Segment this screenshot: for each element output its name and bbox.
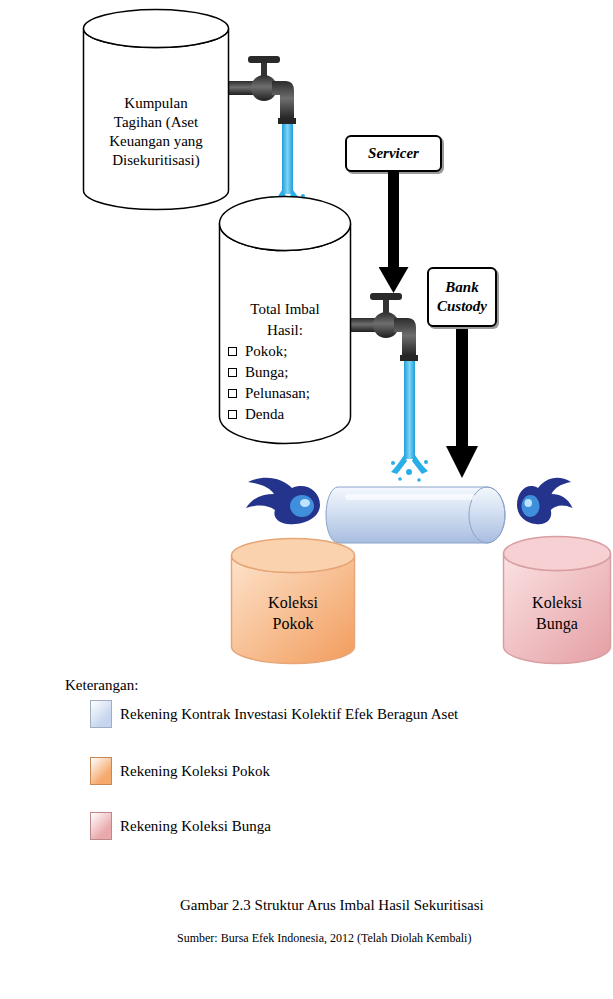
cylinder-node: Total Imbal Hasil: Pokok; Bunga; Pelunasan;… bbox=[218, 195, 352, 445]
cylinder-outline bbox=[218, 195, 352, 445]
legend-text: Rekening Koleksi Pokok bbox=[120, 763, 270, 780]
cylinder-top bbox=[232, 539, 355, 573]
list-item: Bunga; bbox=[226, 362, 344, 383]
flame-symbol bbox=[246, 478, 320, 525]
legend-text: Rekening Koleksi Bunga bbox=[120, 818, 271, 835]
cylinder-node: Koleksi Bunga bbox=[502, 535, 612, 665]
node-text-area: Servicer bbox=[347, 137, 440, 170]
node-label: Servicer bbox=[368, 144, 419, 163]
legend-swatch bbox=[90, 812, 112, 840]
water-stream bbox=[391, 361, 428, 482]
list-item: Pelunasan; bbox=[226, 383, 344, 404]
custody-arrow bbox=[446, 327, 478, 478]
node-text-area: Bank Custody bbox=[429, 269, 495, 325]
role-box: Servicer bbox=[345, 135, 442, 172]
node-text-area: Koleksi Bunga bbox=[522, 592, 592, 634]
checkbox-symbol bbox=[228, 347, 237, 356]
list-item: Pokok; bbox=[226, 341, 344, 362]
legend-row: Rekening Kontrak Investasi Kolektif Efek… bbox=[90, 700, 458, 728]
list-text: Bunga; bbox=[245, 364, 288, 380]
cylinder-node: Koleksi Pokok bbox=[230, 537, 356, 665]
tap-symbol bbox=[346, 293, 418, 361]
checkbox-symbol bbox=[228, 368, 237, 377]
cylinder-top bbox=[504, 537, 611, 571]
cylinder-node: Kumpulan Tagihan (Aset Keuangan yang Dis… bbox=[82, 8, 230, 211]
checkbox-symbol bbox=[228, 410, 237, 419]
figure-caption: Gambar 2.3 Struktur Arus Imbal Hasil Sek… bbox=[180, 897, 484, 914]
list-item: Denda bbox=[226, 404, 344, 425]
source-note: Sumber: Bursa Efek Indonesia, 2012 (Tela… bbox=[177, 931, 471, 946]
node-label: Kumpulan Tagihan (Aset Keuangan yang Dis… bbox=[102, 94, 210, 170]
list-text: Pelunasan; bbox=[245, 385, 310, 401]
legend-heading: Keterangan: bbox=[65, 677, 138, 694]
flow-arrow bbox=[388, 172, 399, 267]
checkbox-symbol bbox=[228, 389, 237, 398]
list-text: Pokok; bbox=[245, 343, 288, 359]
account-tube bbox=[326, 487, 505, 543]
flame-symbol bbox=[517, 478, 573, 525]
list-text: Denda bbox=[245, 406, 284, 422]
role-box: Bank Custody bbox=[427, 267, 497, 327]
node-label: Koleksi Pokok bbox=[258, 592, 328, 634]
node-label: Koleksi Bunga bbox=[522, 592, 592, 634]
cylinder-top bbox=[220, 197, 351, 251]
node-text-area: Kumpulan Tagihan (Aset Keuangan yang Dis… bbox=[102, 94, 210, 170]
legend-row: Rekening Koleksi Bunga bbox=[90, 812, 271, 840]
cylinder-top bbox=[84, 10, 229, 48]
node-label: Bank Custody bbox=[431, 278, 493, 316]
cylinder-body bbox=[84, 29, 229, 210]
node-text-area: Total Imbal Hasil: Pokok; Bunga; Pelunasan;… bbox=[226, 299, 344, 425]
cylinder-body bbox=[220, 224, 351, 444]
legend-text: Rekening Kontrak Investasi Kolektif Efek… bbox=[120, 706, 458, 723]
legend-swatch bbox=[90, 700, 112, 728]
node-label: Total Imbal Hasil: bbox=[240, 299, 330, 341]
tap-symbol bbox=[224, 56, 296, 124]
node-text-area: Koleksi Pokok bbox=[258, 592, 328, 634]
legend-swatch bbox=[90, 757, 112, 785]
legend-row: Rekening Koleksi Pokok bbox=[90, 757, 270, 785]
